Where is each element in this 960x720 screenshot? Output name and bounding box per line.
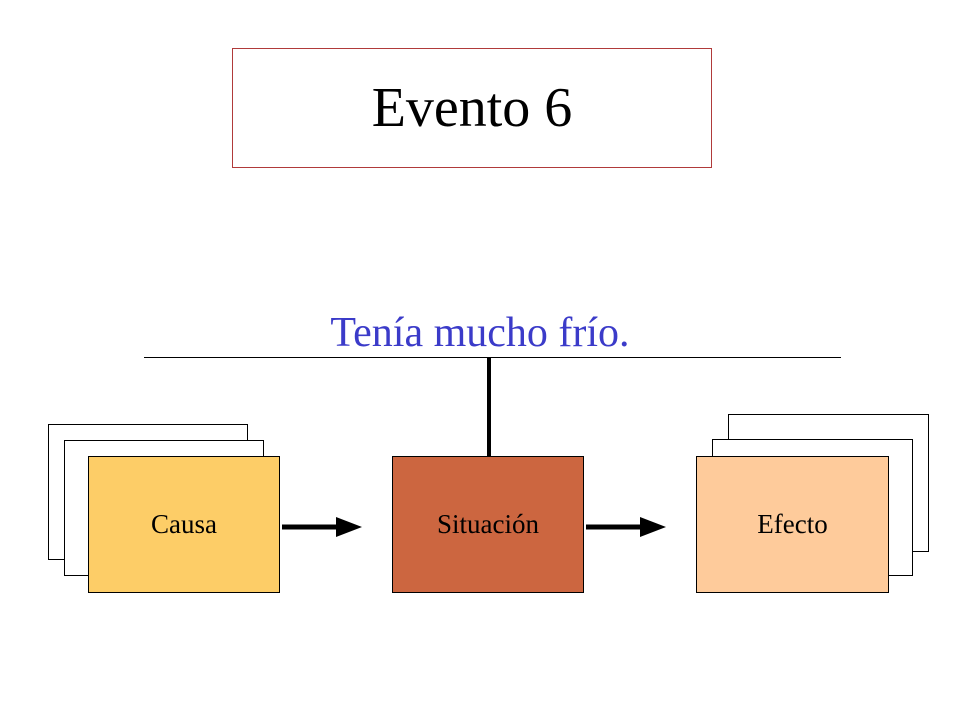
situation-to-effect-arrow bbox=[586, 517, 666, 537]
title-box: Evento 6 bbox=[232, 48, 712, 168]
cause-to-situation-arrow bbox=[282, 517, 362, 537]
effect-node: Efecto bbox=[696, 456, 889, 593]
cause-node: Causa bbox=[88, 456, 280, 593]
event-sentence: Tenía mucho frío. bbox=[330, 310, 630, 356]
sentence-underline bbox=[144, 357, 841, 358]
page-title: Evento 6 bbox=[371, 77, 573, 139]
situation-label: Situación bbox=[437, 509, 539, 539]
cause-label: Causa bbox=[151, 509, 217, 539]
connector-stem bbox=[487, 358, 491, 456]
effect-label: Efecto bbox=[757, 509, 828, 539]
situation-node: Situación bbox=[392, 456, 584, 593]
